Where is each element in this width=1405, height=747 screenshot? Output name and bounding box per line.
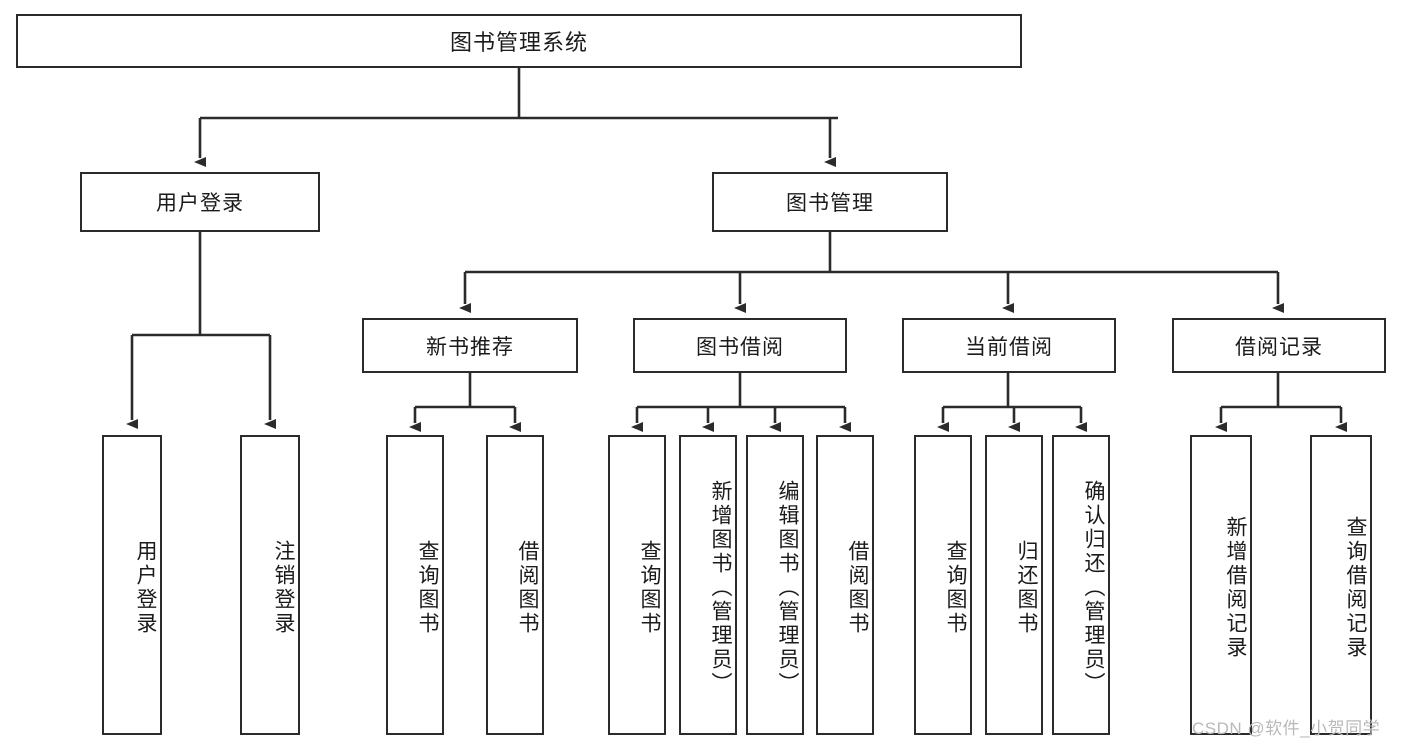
leaf-borrow-lend-book-label: 借阅图书	[846, 540, 869, 636]
leaf-borrow-edit-book-admin-label: 编辑图书（管理员）	[776, 480, 799, 696]
leaf-current-query-book-label: 查询图书	[944, 540, 967, 636]
leaf-current-return-book-label: 归还图书	[1015, 540, 1038, 636]
leaf-user-login-label: 用户登录	[134, 540, 157, 636]
leaf-borrow-lend-book[interactable]: 借阅图书	[816, 435, 874, 735]
leaf-newbook-borrow-book[interactable]: 借阅图书	[486, 435, 544, 735]
node-book-borrow-label: 图书借阅	[696, 335, 784, 359]
leaf-records-query-record-label: 查询借阅记录	[1344, 516, 1367, 660]
node-root-label: 图书管理系统	[449, 30, 588, 55]
leaf-borrow-edit-book-admin[interactable]: 编辑图书（管理员）	[746, 435, 804, 735]
node-root[interactable]: 图书管理系统	[16, 14, 1022, 68]
leaf-records-add-record[interactable]: 新增借阅记录	[1190, 435, 1252, 735]
leaf-newbook-query-book-label: 查询图书	[416, 540, 439, 636]
leaf-current-query-book[interactable]: 查询图书	[914, 435, 972, 735]
leaf-records-query-record[interactable]: 查询借阅记录	[1310, 435, 1372, 735]
leaf-newbook-borrow-book-label: 借阅图书	[516, 540, 539, 636]
leaf-user-login[interactable]: 用户登录	[102, 435, 162, 735]
node-user-login[interactable]: 用户登录	[80, 172, 320, 232]
leaf-current-confirm-return-admin-label: 确认归还（管理员）	[1082, 480, 1105, 696]
leaf-newbook-query-book[interactable]: 查询图书	[386, 435, 444, 735]
csdn-watermark: CSDN @软件_小贺同学	[1192, 714, 1380, 739]
csdn-watermark-text: CSDN @软件_小贺同学	[1192, 719, 1381, 738]
node-book-borrow[interactable]: 图书借阅	[633, 318, 847, 373]
node-borrow-records-label: 借阅记录	[1235, 335, 1323, 359]
leaf-records-add-record-label: 新增借阅记录	[1224, 516, 1247, 660]
leaf-borrow-query-book-label: 查询图书	[638, 540, 661, 636]
leaf-borrow-query-book[interactable]: 查询图书	[608, 435, 666, 735]
leaf-logout[interactable]: 注销登录	[240, 435, 300, 735]
node-user-login-label: 用户登录	[156, 192, 244, 215]
leaf-borrow-add-book-admin[interactable]: 新增图书（管理员）	[679, 435, 737, 735]
leaf-current-return-book[interactable]: 归还图书	[985, 435, 1043, 735]
node-new-book-recommend[interactable]: 新书推荐	[362, 318, 578, 373]
node-current-borrow-label: 当前借阅	[965, 335, 1053, 359]
leaf-logout-label: 注销登录	[272, 540, 295, 636]
node-new-book-recommend-label: 新书推荐	[426, 335, 514, 359]
leaf-current-confirm-return-admin[interactable]: 确认归还（管理员）	[1052, 435, 1110, 735]
leaf-borrow-add-book-admin-label: 新增图书（管理员）	[709, 480, 732, 696]
node-book-management-label: 图书管理	[786, 192, 874, 215]
node-current-borrow[interactable]: 当前借阅	[902, 318, 1116, 373]
node-borrow-records[interactable]: 借阅记录	[1172, 318, 1386, 373]
node-book-management[interactable]: 图书管理	[712, 172, 948, 232]
